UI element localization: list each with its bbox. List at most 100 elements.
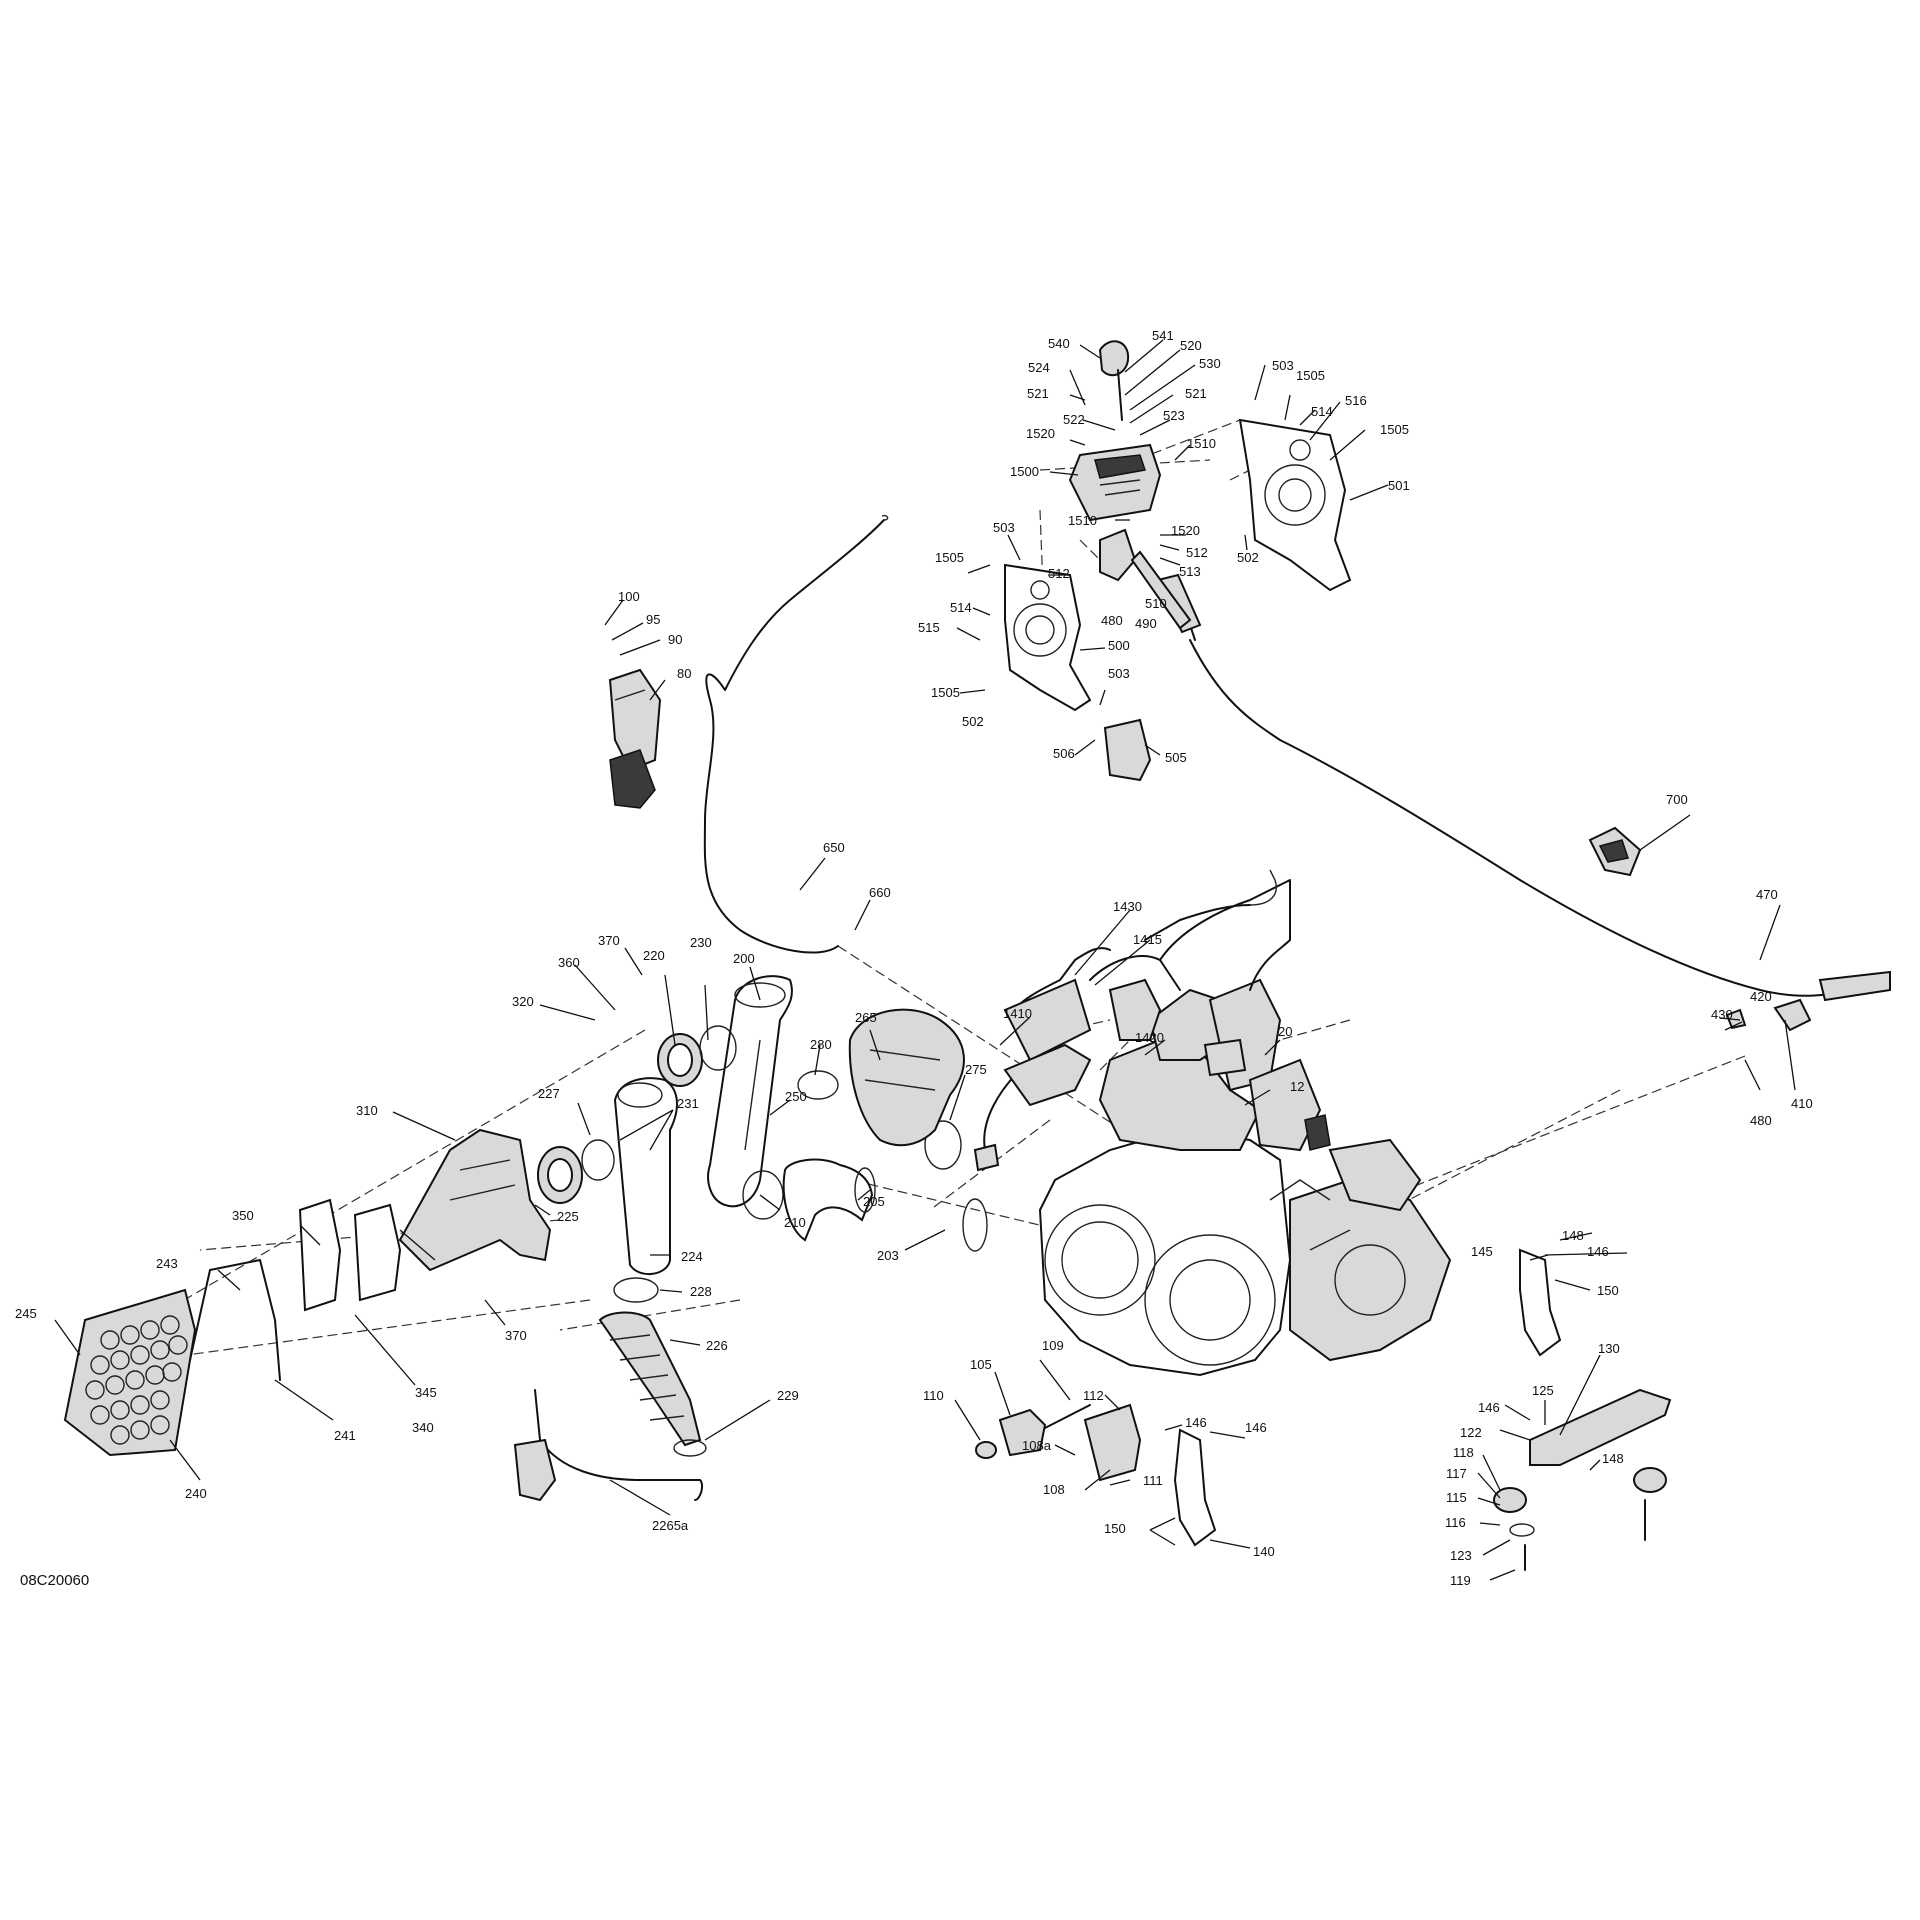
callout-523: 523 <box>1163 408 1185 423</box>
shield-1410 <box>1003 1043 1092 1107</box>
hose-2265a <box>513 1389 704 1502</box>
callout-700: 700 <box>1666 792 1688 807</box>
callout-227: 227 <box>538 1086 560 1101</box>
module-80 <box>608 668 662 809</box>
callout-2265a: 2265a <box>652 1518 689 1533</box>
callout-109: 109 <box>1042 1338 1064 1353</box>
callout-146-d: 146 <box>1478 1400 1500 1415</box>
callout-250: 250 <box>785 1089 807 1104</box>
callout-522: 522 <box>1063 412 1085 427</box>
callout-1520-a: 1520 <box>1026 426 1055 441</box>
rings-220-230 <box>537 1025 988 1303</box>
callout-230: 230 <box>690 935 712 950</box>
callout-123: 123 <box>1450 1548 1472 1563</box>
callout-112: 112 <box>1083 1388 1104 1403</box>
callout-1505-b: 1505 <box>1380 422 1409 437</box>
callout-520: 520 <box>1180 338 1202 353</box>
cable-650 <box>703 514 889 954</box>
callout-1505-c: 1505 <box>935 550 964 565</box>
wiring-harness <box>973 869 1277 1172</box>
callout-125: 125 <box>1532 1383 1554 1398</box>
callout-20: 20 <box>1278 1024 1292 1039</box>
callout-350: 350 <box>232 1208 254 1223</box>
callout-146-b: 146 <box>1245 1420 1267 1435</box>
callout-1505-a: 1505 <box>1296 368 1325 383</box>
callout-210: 210 <box>784 1215 806 1230</box>
callout-470: 470 <box>1756 887 1778 902</box>
callout-512-b: 512 <box>1186 545 1208 560</box>
callout-1410: 1410 <box>1003 1006 1032 1021</box>
callout-514-a: 514 <box>1311 404 1333 419</box>
airbox-310 <box>398 1128 552 1272</box>
callout-229: 229 <box>777 1388 799 1403</box>
plenum-265 <box>848 1008 965 1147</box>
callout-410: 410 <box>1791 1096 1813 1111</box>
callout-90: 90 <box>668 632 682 647</box>
callout-203: 203 <box>877 1248 899 1263</box>
elbow-205 <box>782 1158 876 1242</box>
callout-80: 80 <box>677 666 691 681</box>
callout-540: 540 <box>1048 336 1070 351</box>
callout-100: 100 <box>618 589 640 604</box>
grille-240 <box>63 1288 197 1457</box>
callout-146-a: 146 <box>1185 1415 1207 1430</box>
side-plate-501 <box>1238 418 1352 592</box>
cover-505 <box>1103 718 1152 782</box>
callout-430: 430 <box>1711 1007 1733 1022</box>
callout-245: 245 <box>15 1306 37 1321</box>
mount-105-112 <box>975 1403 1142 1482</box>
callout-1420: 1420 <box>1135 1030 1164 1045</box>
callout-146-c: 146 <box>1587 1244 1609 1259</box>
callout-150-a: 150 <box>1104 1521 1126 1536</box>
callout-150-b: 150 <box>1597 1283 1619 1298</box>
callout-530: 530 <box>1199 356 1221 371</box>
callout-108a: 108a <box>1022 1438 1052 1453</box>
callout-345: 345 <box>415 1385 437 1400</box>
callout-220: 220 <box>643 948 665 963</box>
callout-524: 524 <box>1028 360 1050 375</box>
bracket-140 <box>1173 1428 1217 1547</box>
leader-lines <box>54 339 1796 1581</box>
callout-501: 501 <box>1388 478 1410 493</box>
callout-502-a: 502 <box>1237 550 1259 565</box>
filter-element-340-345 <box>298 1198 402 1312</box>
callout-420: 420 <box>1750 989 1772 1004</box>
callout-370-a: 370 <box>598 933 620 948</box>
callout-370-b: 370 <box>505 1328 527 1343</box>
callout-105: 105 <box>970 1357 992 1372</box>
callout-148-a: 148 <box>1562 1228 1584 1243</box>
callout-110: 110 <box>923 1388 944 1403</box>
callout-275: 275 <box>965 1062 987 1077</box>
callout-510: 510 <box>1145 596 1167 611</box>
callout-505: 505 <box>1165 750 1187 765</box>
bracket-410 <box>1725 998 1812 1032</box>
callout-12: 12 <box>1290 1079 1304 1094</box>
cable-470 <box>1156 573 1891 1002</box>
shifter-lever-bracket <box>1068 443 1162 522</box>
shifter-knob <box>1098 340 1130 421</box>
callout-231: 231 <box>677 1096 699 1111</box>
callout-660: 660 <box>869 885 891 900</box>
callout-516: 516 <box>1345 393 1367 408</box>
callout-1505-d: 1505 <box>931 685 960 700</box>
callout-111: 111 <box>1143 1473 1163 1488</box>
callout-340: 340 <box>412 1420 434 1435</box>
callout-1415: 1415 <box>1133 932 1162 947</box>
callout-541: 541 <box>1152 328 1174 343</box>
callout-205: 205 <box>863 1194 885 1209</box>
grille-hex-pattern <box>85 1315 188 1445</box>
callout-512-a: 512 <box>1048 566 1070 581</box>
callout-521-a: 521 <box>1027 386 1049 401</box>
callout-513: 513 <box>1179 564 1201 579</box>
callout-145: 145 <box>1471 1244 1493 1259</box>
callout-280: 280 <box>810 1037 832 1052</box>
duct-231 <box>613 1077 678 1275</box>
duct-200 <box>707 975 793 1208</box>
callout-108: 108 <box>1043 1482 1065 1497</box>
callout-490: 490 <box>1135 616 1157 631</box>
callout-500: 500 <box>1108 638 1130 653</box>
callout-240: 240 <box>185 1486 207 1501</box>
callout-1430: 1430 <box>1113 899 1142 914</box>
callout-503-c: 503 <box>1108 666 1130 681</box>
